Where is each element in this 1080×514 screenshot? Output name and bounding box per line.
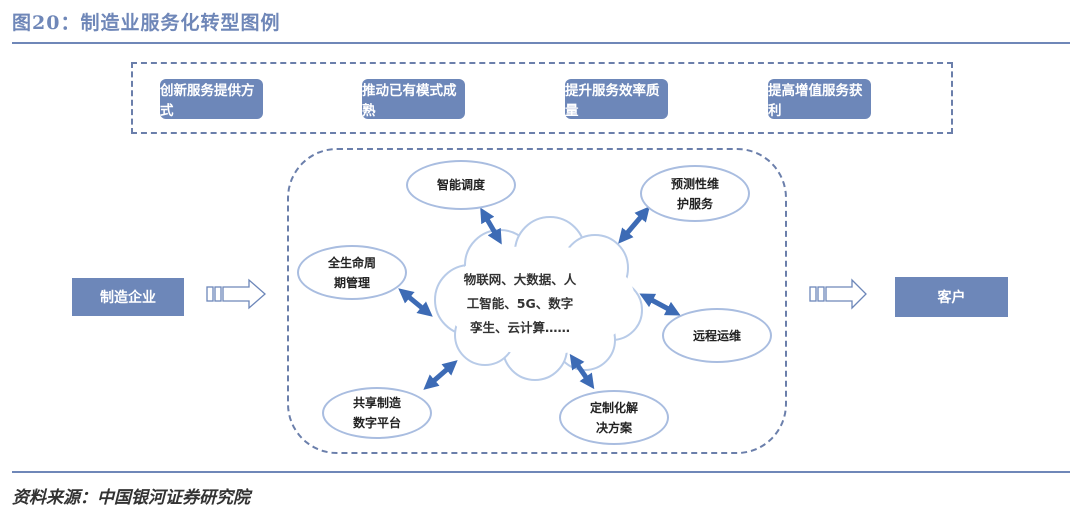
service-node: 定制化解决方案: [559, 390, 669, 445]
service-line: 期管理: [333, 275, 370, 290]
double-arrow-icon: [480, 207, 502, 245]
service-node: 共享制造数字平台: [322, 387, 432, 439]
goal-box: 提升服务效率质量: [565, 79, 668, 119]
service-node: 远程运维: [662, 308, 772, 363]
service-line: 全生命周: [327, 255, 376, 270]
double-arrow-icon: [618, 206, 650, 244]
figure-title: 图20：制造业服务化转型图例: [12, 12, 281, 34]
core-line: 物联网、大数据、人: [463, 272, 577, 287]
service-system-container: [287, 148, 787, 454]
service-line: 数字平台: [352, 416, 401, 430]
goals-container: [131, 62, 953, 134]
goal-box: 推动已有模式成熟: [362, 79, 465, 119]
manufacturer-box: 制造企业: [72, 278, 184, 316]
service-node: 全生命周期管理: [297, 245, 407, 300]
service-line: 预测性维: [670, 176, 719, 191]
flow-arrow-right: [809, 278, 867, 310]
service-line: 远程运维: [692, 328, 741, 343]
core-line: 孪生、云计算……: [469, 320, 570, 335]
service-line: 定制化解: [589, 400, 638, 415]
flow-arrow-left: [206, 278, 266, 310]
service-node: 预测性维护服务: [640, 165, 750, 222]
goal-box: 创新服务提供方式: [160, 79, 263, 119]
service-line: 智能调度: [436, 178, 485, 192]
double-arrow-icon: [423, 360, 458, 390]
double-arrow-icon: [398, 288, 433, 317]
double-arrow-icon: [569, 353, 595, 390]
source-rule: [12, 471, 1070, 473]
core-technologies: 物联网、大数据、人 工智能、5G、数字 孪生、云计算……: [445, 268, 595, 340]
title-rule: [12, 42, 1070, 44]
source-note: 资料来源：中国银河证券研究院: [12, 488, 250, 508]
service-node: 智能调度: [406, 160, 516, 210]
service-line: 护服务: [676, 196, 713, 211]
service-line: 决方案: [595, 420, 632, 435]
double-arrow-icon: [639, 293, 681, 316]
core-line: 工智能、5G、数字: [466, 296, 574, 311]
goal-box: 提高增值服务获利: [768, 79, 871, 119]
service-line: 共享制造: [352, 396, 401, 410]
customer-box: 客户: [895, 277, 1008, 317]
cloud-fill: [445, 245, 635, 355]
